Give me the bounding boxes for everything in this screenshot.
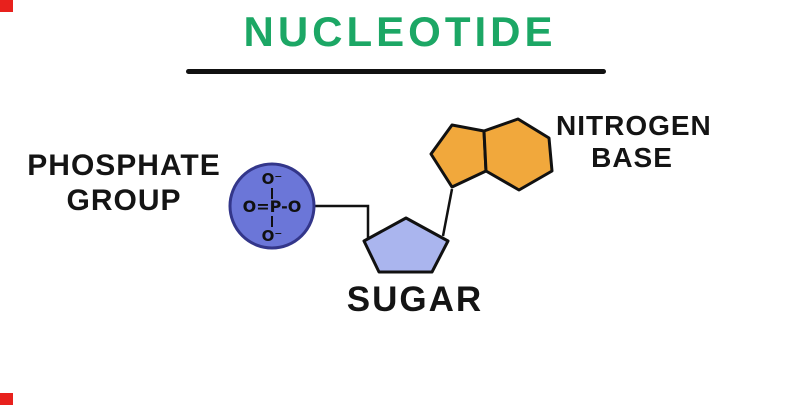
phosphate-label-line1: PHOSPHATE (27, 149, 221, 182)
phosphate-oxygen-bottom: O⁻ (262, 227, 283, 245)
nitrogen-label-line2: BASE (591, 142, 673, 173)
sugar-pentagon (362, 216, 450, 274)
title-underline (186, 69, 606, 74)
corner-mark-bottom-left (0, 393, 13, 405)
diagram-title: NUCLEOTIDE (243, 8, 557, 55)
phosphate-group-label: PHOSPHATE GROUP (18, 148, 230, 218)
nitrogen-base-hexagon (482, 117, 554, 192)
nitrogen-label-line1: NITROGEN (556, 110, 712, 141)
corner-mark-top-left (0, 0, 13, 12)
sugar-base-connector (441, 188, 454, 237)
phosphate-label-line2: GROUP (66, 184, 182, 217)
nitrogen-base-pentagon (429, 123, 488, 189)
phosphate-oxygen-top: O⁻ (262, 170, 283, 188)
phosphate-circle (228, 162, 316, 250)
sugar-label: SUGAR (346, 280, 484, 319)
phosphate-sugar-connector (314, 204, 370, 238)
nitrogen-base-label: NITROGEN BASE (556, 110, 712, 174)
phosphate-middle-row: O=P-O (243, 197, 302, 216)
